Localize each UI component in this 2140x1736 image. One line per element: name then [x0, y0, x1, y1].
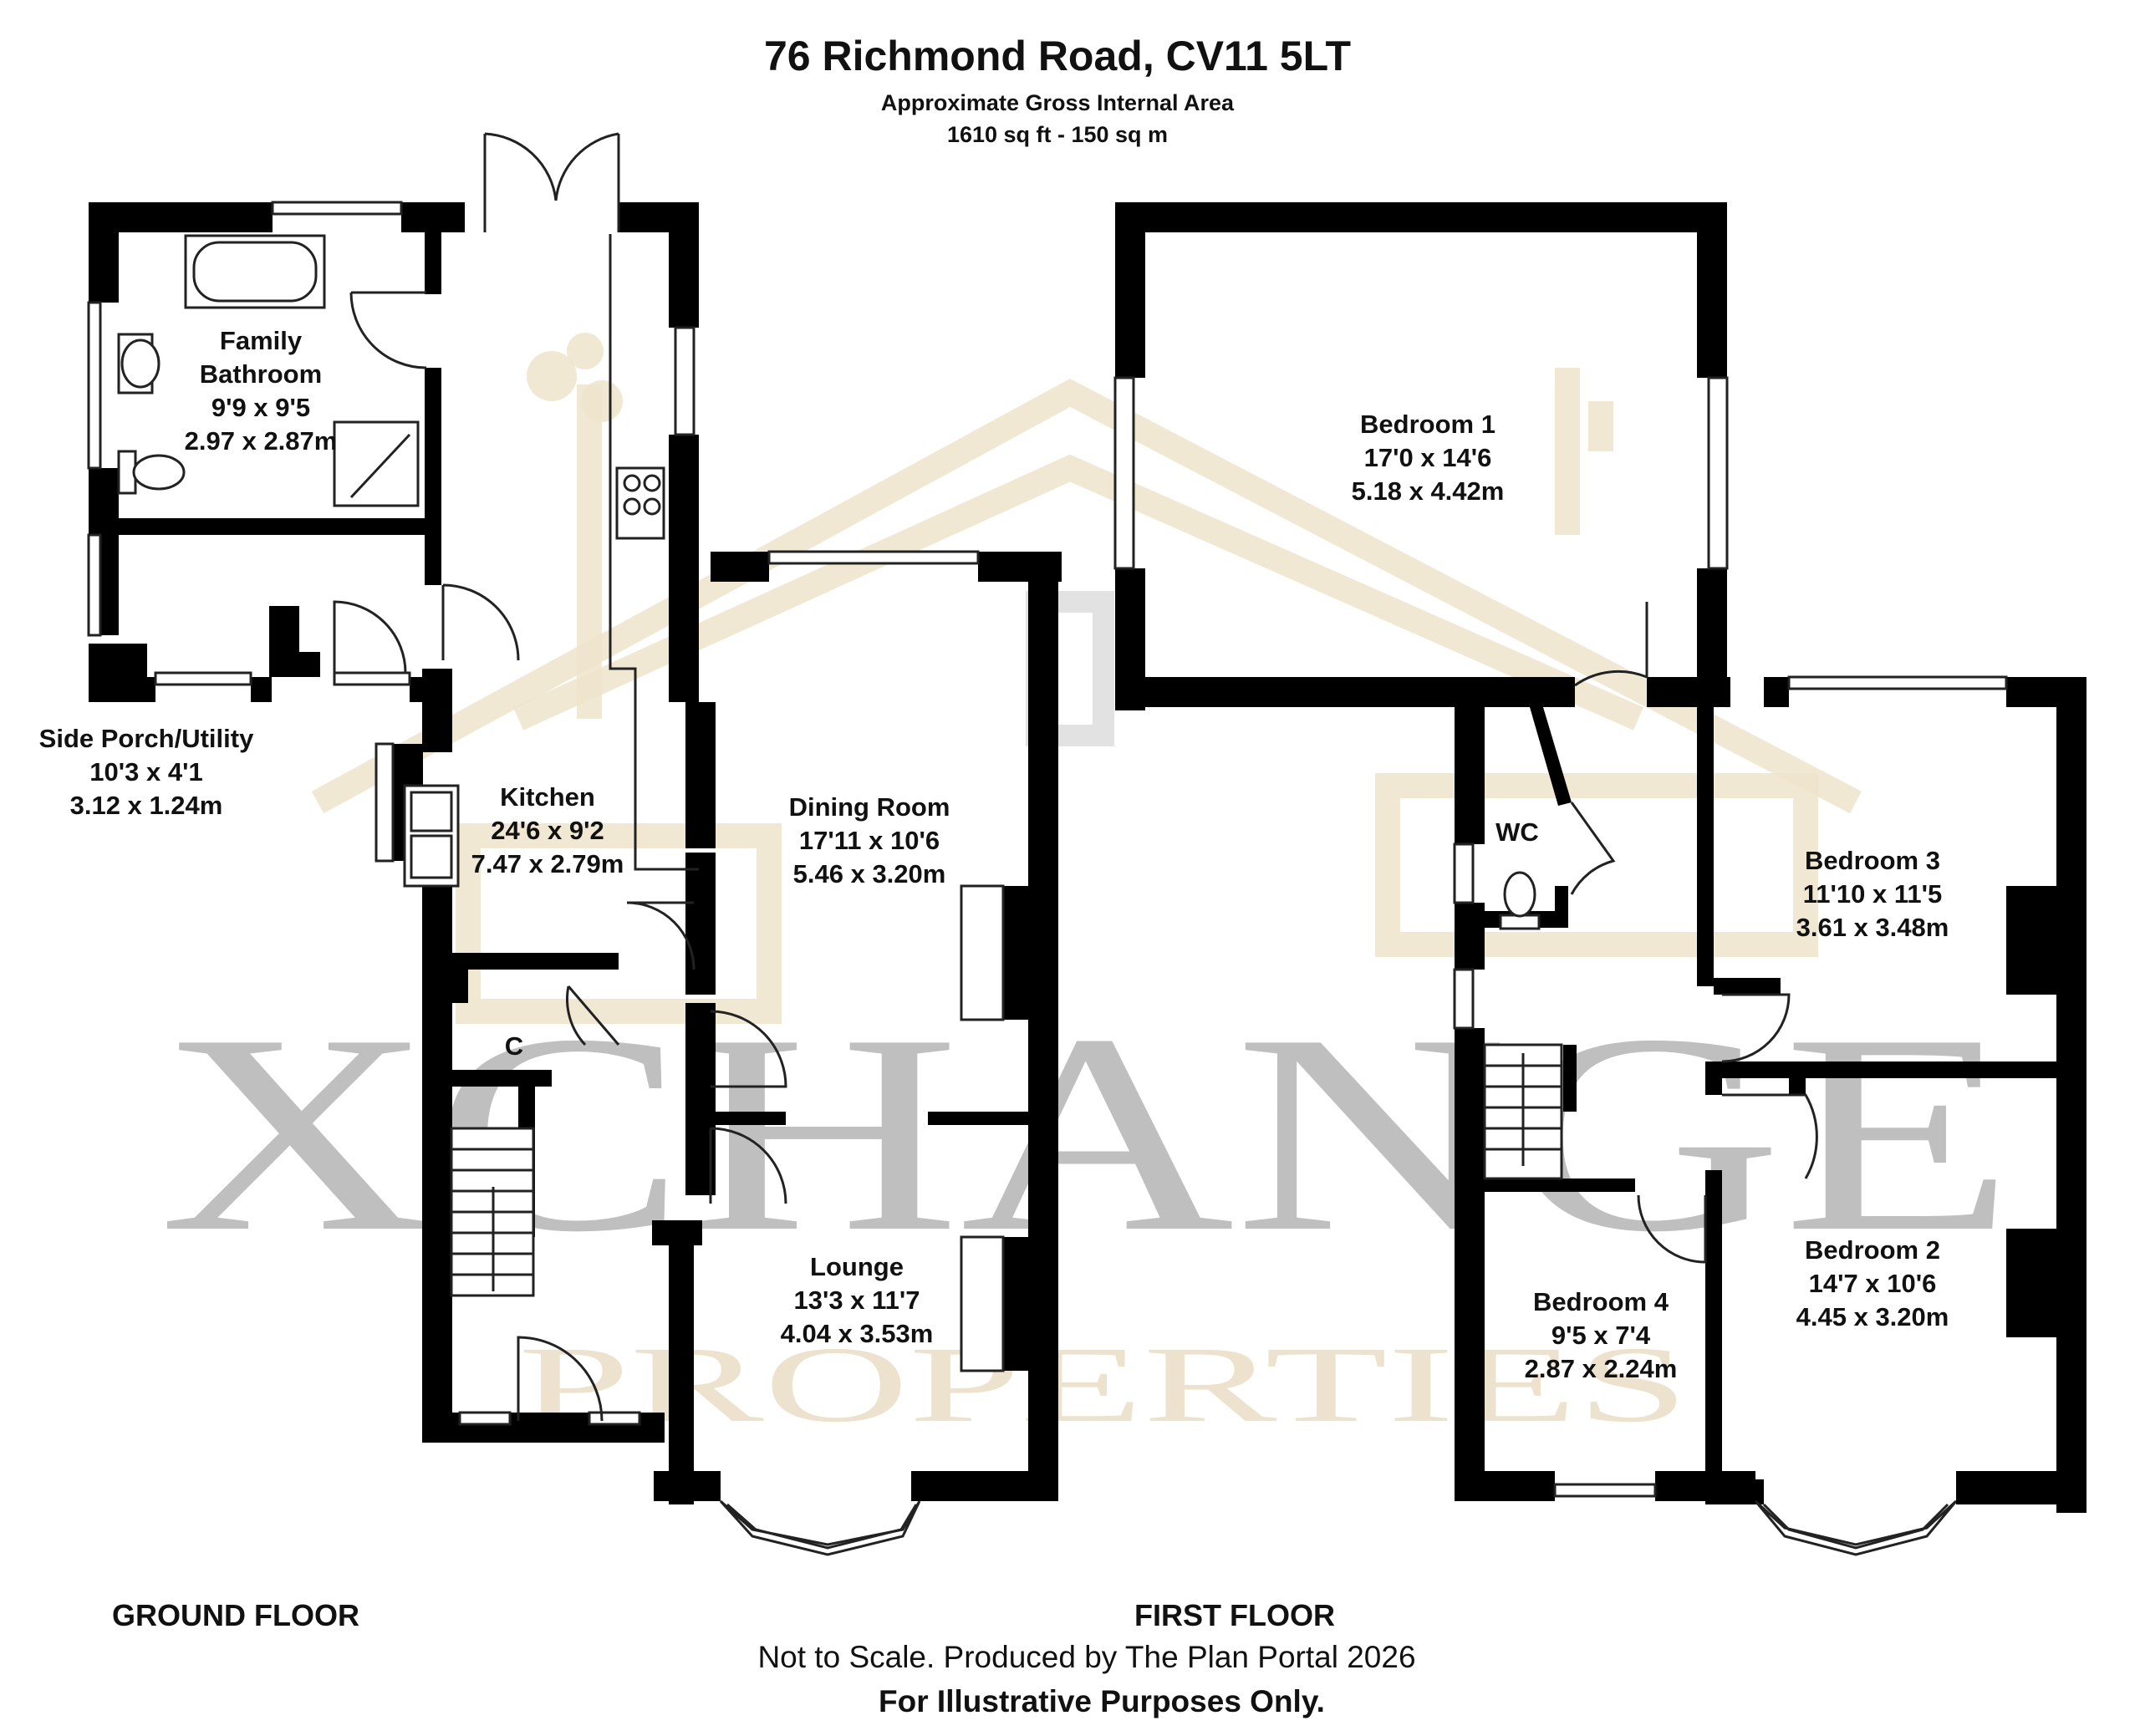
room-metric: 3.12 x 1.24m	[70, 791, 223, 820]
room-imperial: 13'3 x 11'7	[794, 1285, 920, 1315]
disclaimer: For Illustrative Purposes Only.	[879, 1684, 1325, 1718]
room-name: Bedroom 4	[1533, 1287, 1669, 1316]
room-cupboard: C	[505, 1031, 523, 1061]
room-imperial: 24'6 x 9'2	[491, 816, 604, 845]
room-metric: 5.18 x 4.42m	[1352, 476, 1505, 506]
watermark-logo	[311, 333, 1862, 1024]
room-name: Bedroom 2	[1805, 1235, 1940, 1265]
ground-floor-label: GROUND FLOOR	[112, 1598, 359, 1632]
room-bedroom-4: Bedroom 4 9'5 x 7'4 2.87 x 2.24m	[1525, 1287, 1678, 1383]
first-floor-fixtures	[1113, 376, 2048, 1556]
first-floor-label: FIRST FLOOR	[1134, 1598, 1335, 1632]
ground-floor-walls	[89, 202, 1062, 1504]
room-metric: 2.87 x 2.24m	[1525, 1354, 1678, 1383]
area-label: Approximate Gross Internal Area	[881, 90, 1235, 115]
room-metric: 2.97 x 2.87m	[185, 426, 338, 456]
room-name: Side Porch/Utility	[39, 724, 254, 753]
room-metric: 3.61 x 3.48m	[1796, 913, 1949, 942]
room-bedroom-3: Bedroom 3 11'10 x 11'5 3.61 x 3.48m	[1796, 846, 1949, 942]
first-floor-walls	[1115, 202, 2086, 1513]
room-name: Bathroom	[200, 359, 322, 389]
room-imperial: 9'9 x 9'5	[211, 393, 310, 422]
room-name: Dining Room	[789, 792, 950, 822]
room-metric: 5.46 x 3.20m	[793, 859, 946, 888]
room-kitchen: Kitchen 24'6 x 9'2 7.47 x 2.79m	[471, 782, 624, 878]
room-name: Lounge	[810, 1252, 904, 1281]
room-bedroom-2: Bedroom 2 14'7 x 10'6 4.45 x 3.20m	[1796, 1235, 1949, 1331]
scale-note: Not to Scale. Produced by The Plan Porta…	[757, 1640, 1415, 1674]
room-name: Bedroom 3	[1805, 846, 1940, 875]
ground-floor-fixtures	[87, 132, 1005, 1556]
room-imperial: 11'10 x 11'5	[1803, 879, 1942, 909]
room-family-bathroom: Family Bathroom 9'9 x 9'5 2.97 x 2.87m	[185, 326, 338, 456]
room-wc: WC	[1495, 817, 1539, 847]
room-side-porch: Side Porch/Utility 10'3 x 4'1 3.12 x 1.2…	[39, 724, 254, 820]
room-name: Bedroom 1	[1360, 410, 1495, 439]
room-imperial: 9'5 x 7'4	[1552, 1321, 1651, 1350]
room-name: C	[505, 1031, 523, 1061]
area-value: 1610 sq ft - 150 sq m	[947, 122, 1168, 147]
room-metric: 7.47 x 2.79m	[471, 849, 624, 878]
room-lounge: Lounge 13'3 x 11'7 4.04 x 3.53m	[781, 1252, 934, 1348]
room-imperial: 14'7 x 10'6	[1809, 1269, 1937, 1298]
room-metric: 4.45 x 3.20m	[1796, 1302, 1949, 1331]
room-imperial: 17'11 x 10'6	[799, 826, 940, 855]
property-address: 76 Richmond Road, CV11 5LT	[764, 33, 1351, 79]
room-name: WC	[1495, 817, 1539, 847]
room-name: Kitchen	[500, 782, 595, 812]
room-dining-room: Dining Room 17'11 x 10'6 5.46 x 3.20m	[789, 792, 950, 888]
room-bedroom-1: Bedroom 1 17'0 x 14'6 5.18 x 4.42m	[1352, 410, 1505, 506]
watermark-tagline: PROPERTIES	[518, 1325, 1689, 1445]
room-imperial: 10'3 x 4'1	[89, 757, 202, 787]
room-name: Family	[220, 326, 303, 355]
room-imperial: 17'0 x 14'6	[1364, 443, 1492, 472]
room-metric: 4.04 x 3.53m	[781, 1319, 934, 1348]
